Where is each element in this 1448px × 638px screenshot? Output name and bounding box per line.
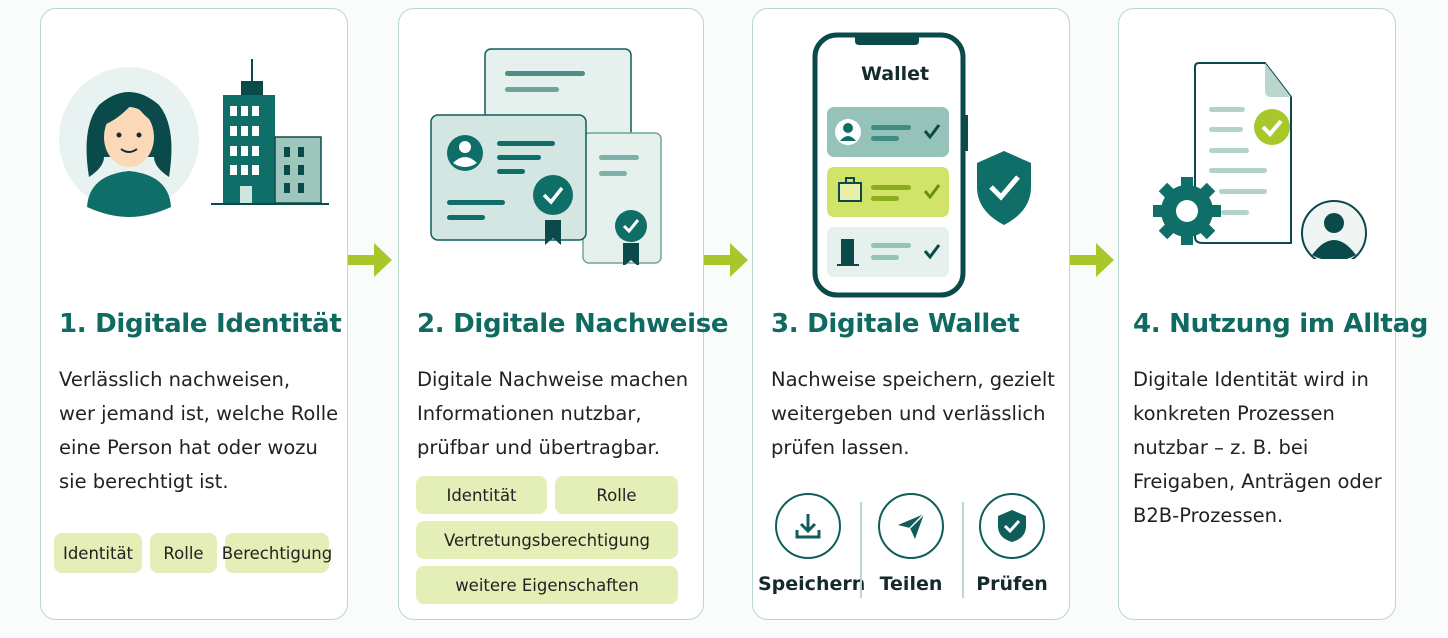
step-title: 3. Digitale Wallet (771, 309, 1020, 339)
download-icon (795, 514, 821, 539)
wallet-label: Wallet (861, 63, 930, 85)
shield-check-icon (977, 151, 1031, 225)
step-card-credentials: 2. Digitale Nachweise Digitale Nachweise… (398, 8, 729, 620)
person-icon (59, 67, 199, 217)
tag-identity: Identität (54, 533, 142, 573)
step-description: Digitale Identität wird in konkreten Pro… (1133, 368, 1382, 527)
divider (860, 502, 862, 598)
document-process-icon (1153, 62, 1367, 259)
action-label: Prüfen (976, 573, 1048, 595)
arrow-right-icon (1070, 243, 1114, 277)
building-icon (211, 59, 329, 205)
step-card-usage: 4. Nutzung im Alltag Digitale Identität … (1118, 8, 1428, 620)
action-label: Teilen (879, 573, 943, 595)
action-verify: Prüfen (962, 493, 1062, 595)
arrow-right-icon (704, 243, 748, 277)
step-description: Verlässlich nachweisen, wer jemand ist, … (59, 368, 339, 493)
tag-authorization: Berechtigung (222, 533, 332, 573)
step-card-wallet: Wallet 3. Digitale Wallet Nachweise spei… (752, 8, 1070, 620)
user-avatar-icon (1301, 200, 1367, 259)
credentials-icon (430, 48, 662, 265)
step-title: 4. Nutzung im Alltag (1133, 309, 1429, 339)
step-description: Nachweise speichern, gezielt weitergeben… (771, 368, 1055, 459)
step-title: 1. Digitale Identität (59, 309, 342, 339)
step-title: 2. Digitale Nachweise (417, 309, 729, 339)
action-share: Teilen (861, 493, 961, 595)
send-icon (898, 513, 925, 539)
action-save: Speichern (758, 493, 866, 595)
tag-further-attributes: weitere Eigenschaften (416, 566, 678, 604)
gear-icon (1153, 177, 1221, 245)
action-label: Speichern (758, 573, 866, 595)
smartphone-wallet-icon (812, 32, 968, 298)
tag-identity: Identität (416, 476, 547, 514)
step-card-identity: 1. Digitale Identität Verlässlich nachwe… (40, 8, 348, 620)
tag-role: Rolle (150, 533, 217, 573)
tag-role: Rolle (555, 476, 678, 514)
shield-check-icon (998, 510, 1026, 542)
divider (962, 502, 964, 598)
step-description: Digitale Nachweise machen Informationen … (417, 368, 689, 459)
tag-representation: Vertretungsberechtigung (416, 521, 678, 559)
arrow-right-icon (348, 243, 392, 277)
